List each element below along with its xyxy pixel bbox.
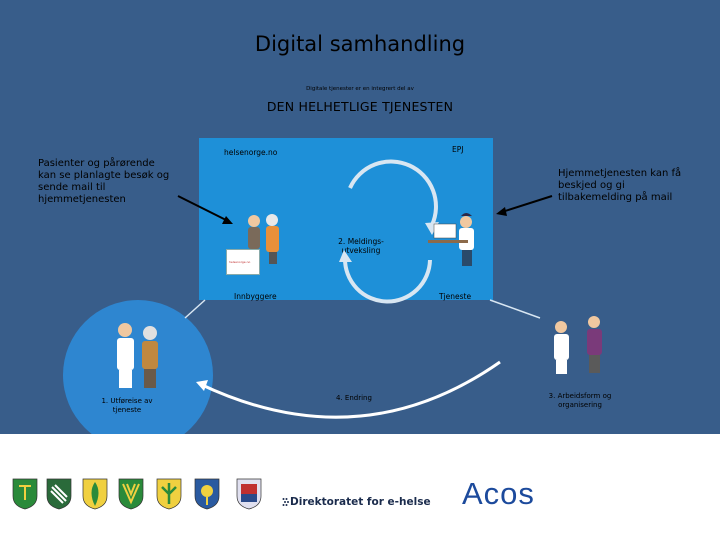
doctor-figure-icon (117, 323, 134, 388)
citizens-figures-icon (248, 214, 279, 264)
direktoratet-logo-text: Direktoratet for e-helse (290, 496, 431, 508)
footer (0, 434, 720, 540)
crest-4-icon (118, 478, 144, 510)
direktoratet-dots-icon (282, 497, 290, 507)
cycle-arrow-top (350, 162, 436, 225)
cycle-arrow-bottom (345, 258, 430, 302)
colleague-figure-icon (587, 316, 602, 373)
left-note-arrow (178, 196, 230, 222)
acos-logo-text: Acos (462, 476, 535, 512)
nurse-figure-icon (554, 321, 569, 374)
crest-5-icon (156, 478, 182, 510)
change-arrow (200, 362, 500, 417)
elderly-figure-icon (142, 326, 158, 388)
crest-6-icon (194, 478, 220, 510)
crest-1-icon (12, 478, 38, 510)
crest-3-icon (82, 478, 108, 510)
right-note-arrow (502, 196, 552, 212)
crest-7-icon (236, 478, 262, 510)
cycle-arrowhead-bottom (339, 250, 352, 262)
crest-2-icon (46, 478, 72, 510)
